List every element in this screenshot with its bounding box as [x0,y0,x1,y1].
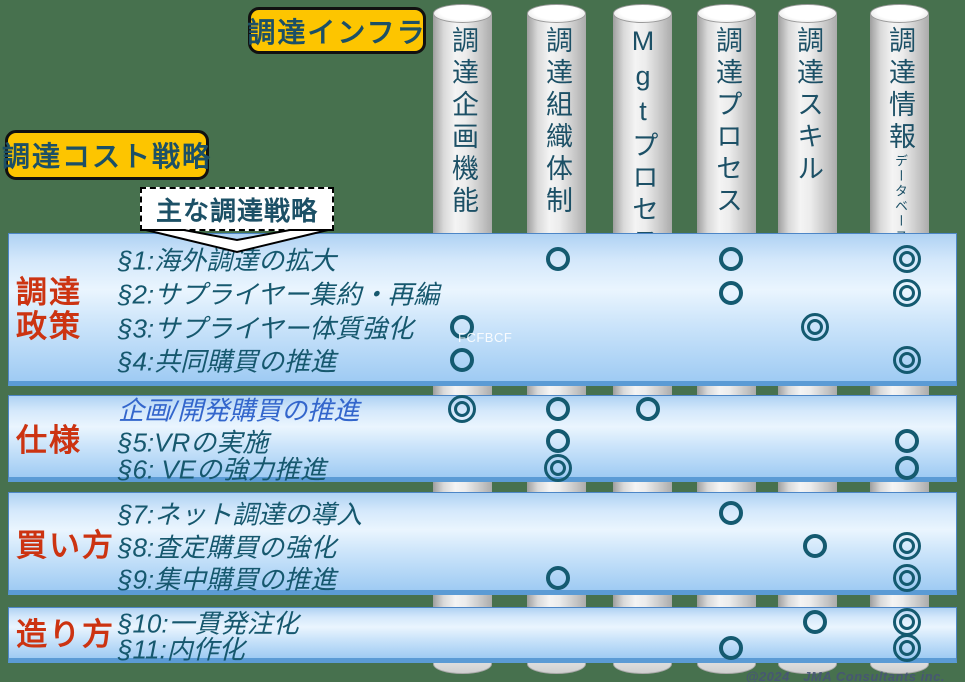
mark-circle [719,636,743,660]
strategy-row-label: §2:サプライヤー集約・再編 [118,279,440,310]
column-label: 調達組織体制 [542,26,572,218]
column-pillar-top [433,4,492,23]
column-label: 調達プロセス [712,26,742,218]
group-label-line: 造り方 [16,617,115,652]
mark-circle [895,456,919,480]
column-pillar-top [613,4,672,23]
mark-double-circle [893,608,921,636]
group-label: 買い方 [16,529,115,563]
group-label-line: 政策 [16,309,82,344]
copyright-text: @2024 JMA Consultants inc. [745,669,945,682]
column-pillar-top [697,4,756,23]
infra-callout: 調達インフラ [247,7,427,54]
watermark-text: FCFBCF [458,330,513,345]
strategy-row-label: §10:一貫発注化 [118,608,299,639]
mark-circle [546,566,570,590]
mark-double-circle [801,313,829,341]
column-label: 調達企画機能 [448,26,478,218]
mark-double-circle [448,395,476,423]
infra-callout-label: 調達インフラ [247,16,427,48]
strategy-row-label: §9:集中購買の推進 [118,564,337,595]
mark-double-circle [893,532,921,560]
column-pillar-top [527,4,586,23]
mark-circle [895,429,919,453]
strategy-row-label: §11:内作化 [118,634,245,665]
column-label: 調達スキル [793,26,823,186]
column-pillar-top [870,4,929,23]
strategy-row-label: §3:サプライヤー体質強化 [118,313,414,344]
column-sublabel: データベース [893,154,908,244]
mark-circle [450,348,474,372]
strategy-band [8,233,957,386]
mark-double-circle [893,564,921,592]
mark-circle [719,501,743,525]
column-label: Mgtプロセス [628,26,658,259]
strategy-band [8,607,957,663]
mark-circle [546,247,570,271]
group-label: 造り方 [16,618,115,652]
mark-double-circle [893,346,921,374]
group-label-line: 仕様 [16,423,82,458]
group-label-line: 調達 [16,275,82,310]
strategy-row-label: §6: VEの強力推進 [118,454,327,485]
mark-double-circle [893,245,921,273]
strategy-row-label: §4:共同購買の推進 [118,346,337,377]
strategy-row-label: §7:ネット調達の導入 [118,499,363,530]
mark-circle [546,397,570,421]
mark-circle [636,397,660,421]
main-strategy-callout-label: 主な調達戦略 [155,195,318,226]
mark-circle [803,534,827,558]
strategy-row-label: 企画/開発購買の推進 [118,395,360,426]
group-label: 調達政策 [16,276,82,344]
main-strategy-callout: 主な調達戦略 [140,187,334,231]
mark-circle [546,429,570,453]
strategy-band [8,492,957,595]
mark-double-circle [544,454,572,482]
cost-strategy-callout: 調達コスト戦略 [2,130,213,180]
strategy-band [8,395,957,482]
strategy-row-label: §5:VRの実施 [118,427,269,458]
strategy-row-label: §8:査定購買の強化 [118,532,337,563]
group-label-line: 買い方 [16,528,115,563]
mark-circle [450,315,474,339]
mark-circle [719,247,743,271]
mark-circle [719,281,743,305]
mark-circle [803,610,827,634]
column-label: 調達情報データベース [885,26,915,244]
cost-strategy-callout-label: 調達コスト戦略 [2,141,213,172]
down-arrow-icon [145,229,329,254]
mark-double-circle [893,279,921,307]
mark-double-circle [893,634,921,662]
column-pillar-top [778,4,837,23]
group-label: 仕様 [16,424,82,458]
